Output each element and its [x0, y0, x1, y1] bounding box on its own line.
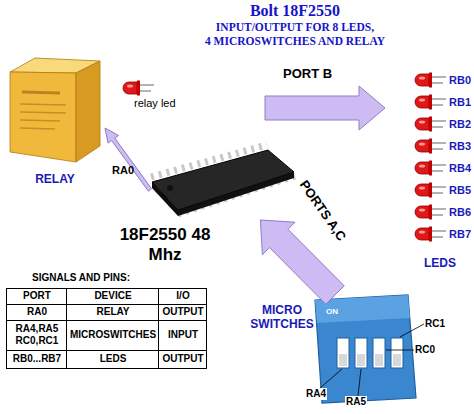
leader-line	[320, 369, 342, 388]
table-cell: LEDS	[67, 353, 159, 365]
table-cell: RELAY	[67, 306, 159, 318]
edge-label: RA0	[112, 164, 134, 177]
relay-led-symbol	[123, 81, 154, 96]
pin-name: RC1	[424, 318, 446, 330]
relay-front	[10, 72, 76, 162]
node-label: 18F2550 48 Mhz	[115, 225, 215, 265]
relay-box: RELAY	[5, 50, 105, 190]
led-symbol	[415, 161, 446, 176]
pin-name: RB5	[449, 184, 471, 197]
switch-slot	[373, 338, 385, 368]
table-cell: OUTPUT	[159, 306, 207, 318]
leader-line	[386, 350, 414, 351]
subtitle: INPUT/OUTPUT FOR 8 LEDS,	[195, 20, 395, 34]
chip-notch	[167, 185, 173, 191]
switch-toggle	[375, 354, 383, 366]
diagram-title: Bolt 18F2550	[195, 2, 395, 20]
chip-symbol	[151, 145, 295, 216]
switch-top	[315, 295, 410, 323]
led-label: relay led	[134, 97, 176, 110]
relay-print	[20, 104, 66, 105]
switch-slot	[337, 338, 349, 368]
switch-marking: ON	[326, 307, 338, 317]
led-symbol	[415, 183, 446, 198]
switch-slot	[391, 338, 403, 368]
chip-box: 18F2550 48 Mhz	[150, 95, 265, 220]
led-symbol	[415, 139, 446, 154]
pin-name: RA5	[345, 396, 367, 408]
pin-name: RB0	[449, 74, 471, 87]
led-symbol	[415, 73, 446, 88]
led-symbol	[415, 205, 446, 220]
table-title: SIGNALS AND PINS:	[32, 272, 130, 284]
table-rule	[7, 304, 207, 305]
pin-name: RA4	[305, 388, 327, 400]
table-cell: RB0...RB7	[7, 353, 67, 365]
dip-switch-symbol	[315, 295, 424, 403]
table-cell: MICROSWITCHES	[67, 329, 159, 341]
node-label: MICRO SWITCHES	[246, 303, 318, 331]
edge-label: PORT B	[283, 66, 332, 81]
relay-print	[20, 128, 55, 129]
pin-name: RB3	[449, 140, 471, 153]
block-arrow	[265, 86, 385, 130]
relay-print	[22, 92, 60, 93]
table-cell: PORT	[7, 290, 67, 302]
table-cell: RA4,RA5 RC0,RC1	[7, 323, 67, 347]
table-cell: I/O	[159, 290, 207, 302]
chip-body	[152, 150, 294, 210]
table-frame	[7, 289, 207, 369]
pin-name: RB2	[449, 118, 471, 131]
pin-name: RB4	[449, 162, 471, 175]
pin-name: RB1	[449, 96, 471, 109]
pin-name: RB6	[449, 206, 471, 219]
table-cell: RA0	[7, 306, 67, 318]
switch-toggle	[357, 354, 365, 366]
relay-print	[20, 120, 60, 121]
leader-line	[358, 369, 361, 396]
subtitle: 4 MICROSWITCHES AND RELAY	[195, 34, 395, 48]
table-rule	[158, 289, 159, 369]
relay-side	[76, 61, 100, 162]
table-rule	[66, 289, 67, 369]
pin-name: RC0	[414, 344, 436, 356]
table-cell: OUTPUT	[159, 353, 207, 365]
switch-slot	[355, 338, 367, 368]
led-symbol	[415, 95, 446, 110]
node-label: LEDS	[415, 256, 465, 270]
led-symbol	[415, 117, 446, 132]
table-rule	[7, 320, 207, 321]
table-cell: DEVICE	[67, 290, 159, 302]
leader-line	[400, 324, 424, 337]
table-cell: INPUT	[159, 329, 207, 341]
switch-toggle	[393, 354, 401, 366]
pin-name: RB7	[449, 228, 471, 241]
switch-toggle	[339, 354, 347, 366]
block-arrow	[105, 128, 152, 191]
led-symbol	[415, 227, 446, 242]
edge-label: PORTS A,C	[296, 177, 350, 245]
switch-body	[315, 295, 416, 403]
relay-print	[20, 112, 66, 113]
signal-table	[7, 289, 207, 369]
led-column	[415, 73, 446, 242]
node-label: RELAY	[5, 172, 105, 186]
relay-symbol	[10, 58, 100, 162]
table-rule	[7, 350, 207, 351]
